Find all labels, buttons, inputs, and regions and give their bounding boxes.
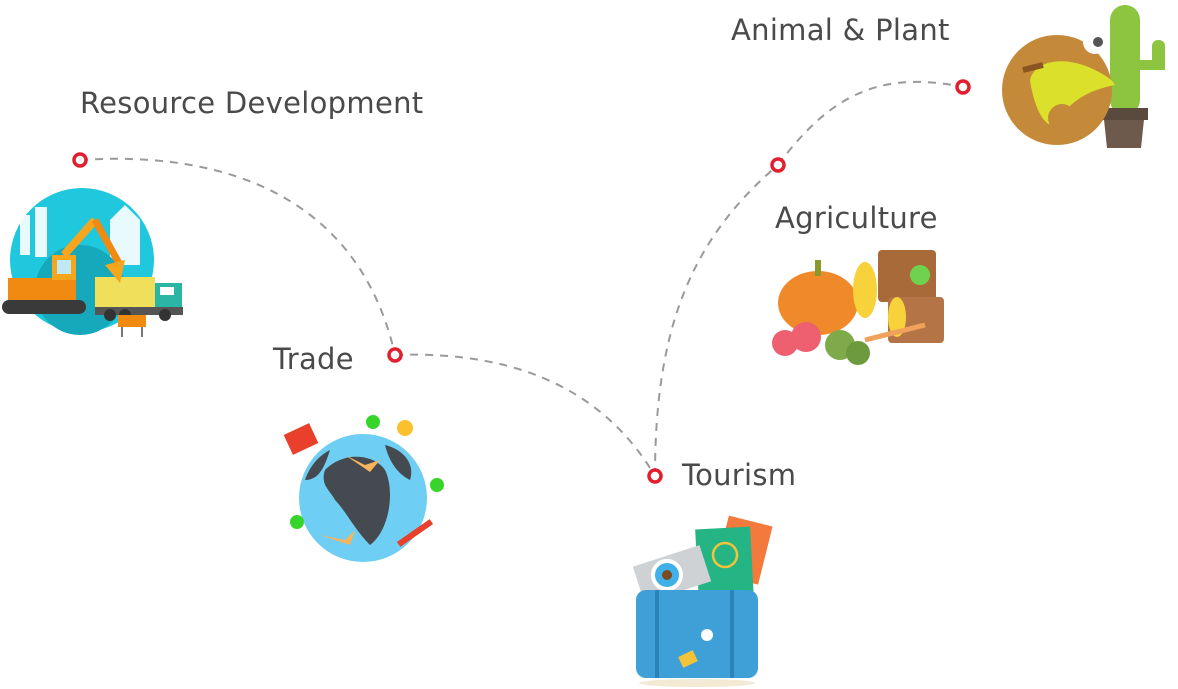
node-marker-tourism <box>647 468 663 484</box>
node-marker-agriculture <box>770 157 786 173</box>
label-resource-development: Resource Development <box>80 86 424 120</box>
edge-resource-to-trade <box>79 157 396 356</box>
label-trade: Trade <box>273 342 354 376</box>
edge-trade-to-tourism <box>394 353 656 477</box>
label-animal-plant: Animal & Plant <box>731 13 950 47</box>
edge-tourism-to-agriculture <box>654 164 779 477</box>
label-agriculture: Agriculture <box>775 201 938 235</box>
node-marker-resource-development <box>72 152 88 168</box>
label-tourism: Tourism <box>682 458 797 492</box>
edge-agriculture-to-animal <box>777 80 964 166</box>
node-marker-animal-plant <box>955 79 971 95</box>
suitcase-camera-passport-icon <box>632 515 773 687</box>
globe-trade-icon <box>283 415 444 562</box>
chameleon-cactus-icon <box>1002 5 1165 148</box>
node-marker-trade <box>387 347 403 363</box>
excavator-truck-icon <box>2 188 183 337</box>
harvest-produce-icon <box>772 250 944 365</box>
